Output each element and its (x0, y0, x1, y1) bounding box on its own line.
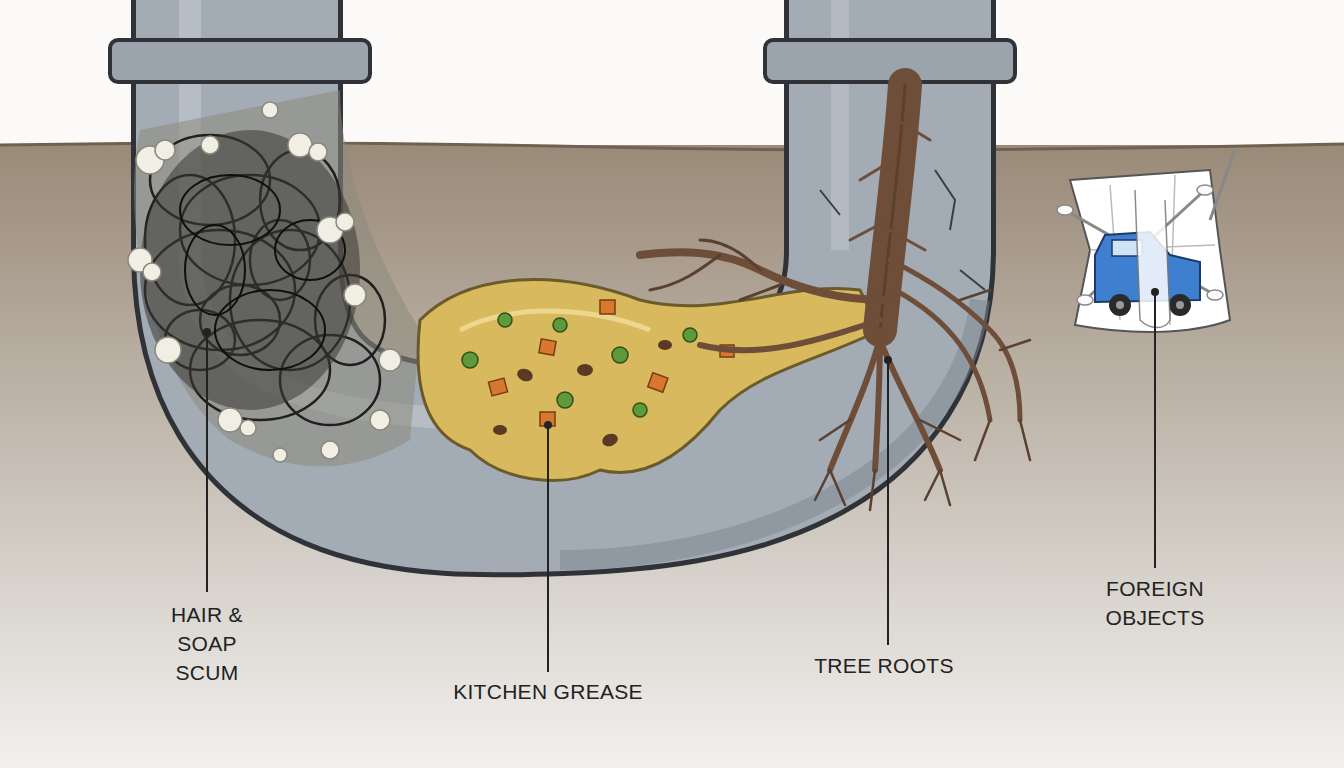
tree-roots (640, 85, 1030, 510)
hair-label: HAIR & SOAP SCUM (145, 600, 270, 687)
pipe (110, 0, 1015, 560)
grease-label: KITCHEN GREASE (398, 677, 698, 706)
grease-clog (418, 280, 880, 481)
roots-label: TREE ROOTS (774, 651, 994, 680)
foreign-objects (1057, 150, 1235, 332)
foreign-label: FOREIGN OBJECTS (1090, 574, 1220, 632)
hair-clog (128, 90, 420, 466)
leader-dots (203, 288, 1159, 429)
leader-lines (207, 292, 1155, 672)
